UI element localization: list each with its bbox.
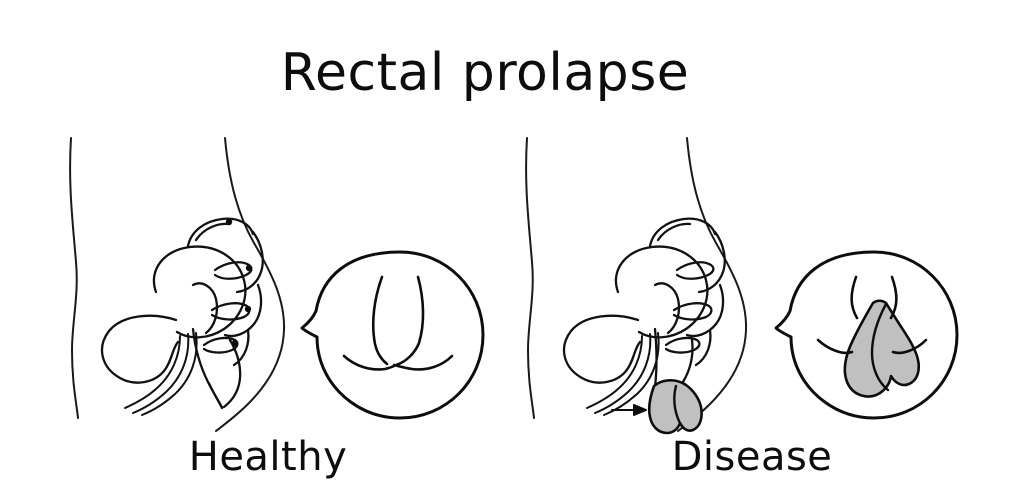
disease-body-back-contour [677,137,748,432]
healthy-anal-fold-right [394,275,425,367]
healthy-taenia-dot-2 [245,264,253,272]
disease-caption: Disease [672,434,833,480]
healthy-colon-haustrum-1 [186,217,255,248]
disease-colon-inner-loop [653,282,681,335]
healthy-sigmoid-strand-2 [132,333,190,414]
disease-colon-haustrum-3-cap [672,302,713,321]
healthy-colon-haustrum-3 [223,283,263,338]
healthy-colon-haustrum-4 [232,328,250,367]
page-title: Rectal prolapse [281,43,690,103]
disease-colon-transverse-loop [614,245,709,339]
healthy-anal-fold-left [371,275,389,366]
disease-colon-haustrum-4 [694,328,712,367]
disease-sigmoid-strand-1 [586,335,643,409]
disease-body-profile [525,137,748,432]
disease-intestines [562,217,726,416]
disease-colon-haustrum-2-cap [675,261,715,280]
disease-colon-haustrum-4-cap [664,336,701,354]
healthy-intestines [100,217,264,416]
healthy-anal-canal [208,382,223,408]
prolapsed-tissue-mass [843,299,921,398]
healthy-anal-wing-left [342,354,396,371]
healthy-taenia-dot-1 [225,218,233,226]
disease-body-front-contour [525,137,535,419]
healthy-taenia-dot-4 [231,339,239,347]
pointer-arrow [611,404,647,416]
healthy-anus-view [300,250,485,420]
healthy-colon-haustrum-1-cap [194,222,230,242]
disease-anal-fold-left [850,275,859,320]
disease-prolapse [611,378,703,435]
healthy-caption: Healthy [189,434,348,480]
disease-anal-wing-right [891,338,928,355]
healthy-panel: Healthy [69,137,485,480]
healthy-body-front-contour [69,137,79,419]
arrow-head-icon [633,404,647,416]
healthy-body-profile [69,137,286,432]
healthy-taenia-dot-3 [244,305,252,313]
disease-anal-wing-left [816,338,854,355]
healthy-colon-haustrum-2-cap [213,261,253,280]
disease-colon-haustrum-1 [648,217,717,248]
disease-anus-view [774,250,959,420]
healthy-colon-descending-loop [100,314,180,384]
disease-sigmoid-strand-2 [594,333,652,414]
disease-prolapse-crease [870,302,890,392]
disease-anal-fold-right [889,275,898,320]
healthy-body-back-contour [215,137,286,432]
healthy-sigmoid-strand-1 [124,335,181,409]
healthy-anus-outline [300,250,485,420]
disease-panel: Disease [525,137,959,480]
disease-colon-haustrum-1-cap [656,222,692,242]
disease-colon-descending-loop [562,314,642,384]
healthy-rectum-wall [222,338,242,409]
disease-colon-haustrum-2 [697,230,726,294]
disease-colon-haustrum-3 [685,283,725,338]
healthy-colon-transverse-loop [152,245,247,339]
healthy-anal-wing-right [392,354,454,371]
healthy-colon-inner-loop [191,282,219,335]
healthy-colon-haustrum-2 [235,230,264,294]
disease-rectum [653,327,658,389]
prolapse-crease-line [673,384,684,428]
